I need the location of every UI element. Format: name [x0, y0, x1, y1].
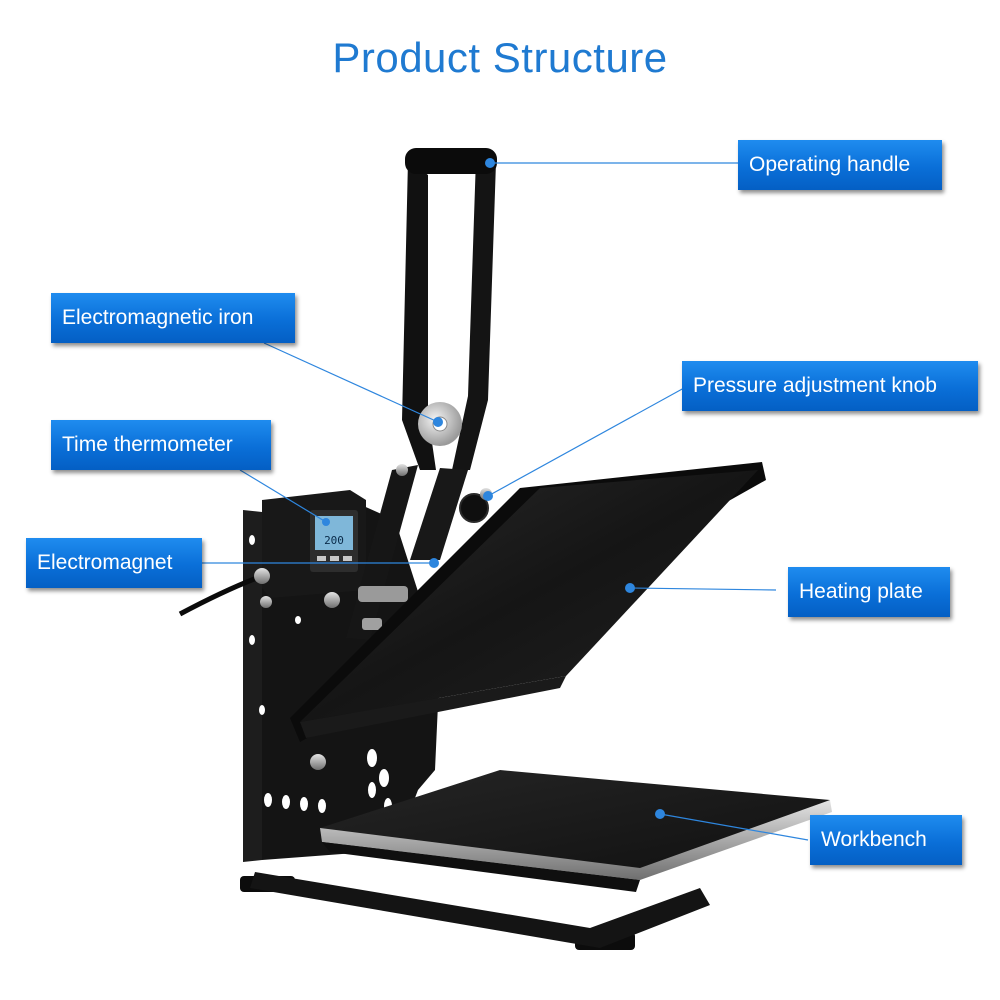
label-time-thermometer: Time thermometer — [51, 420, 271, 470]
dot-electromagnetic-iron — [433, 417, 443, 427]
label-operating-handle: Operating handle — [738, 140, 942, 190]
leader-time-thermometer — [239, 469, 327, 523]
heating-plate-surface — [300, 470, 758, 722]
controller-button-1 — [317, 556, 326, 561]
cable-connector — [254, 568, 270, 584]
workbench-surface — [320, 770, 830, 868]
dot-electromagnet — [429, 558, 439, 568]
page-title: Product Structure — [332, 34, 668, 81]
linkage-bolt-3 — [310, 754, 326, 770]
leader-workbench — [659, 813, 809, 841]
dot-workbench — [655, 809, 665, 819]
label-heating-plate: Heating plate — [788, 567, 950, 617]
pressure-knob — [459, 493, 489, 523]
dot-pressure-knob — [483, 491, 493, 501]
rear-upright — [243, 510, 262, 862]
handle-grip — [405, 148, 497, 174]
base-frame — [250, 872, 710, 948]
label-workbench: Workbench — [810, 815, 962, 865]
handle-arm-right — [452, 158, 496, 470]
leader-dots — [322, 158, 665, 819]
dot-operating-handle — [485, 158, 495, 168]
controller-button-2 — [330, 556, 339, 561]
linkage-bolt-2 — [324, 592, 340, 608]
dot-time-thermometer — [322, 518, 330, 526]
heating-plate-bevel — [300, 676, 566, 738]
electromagnet-block — [358, 586, 408, 602]
controller-button-3 — [343, 556, 352, 561]
handle-arm-left — [402, 160, 436, 470]
leader-pressure-knob — [487, 387, 685, 497]
leader-lines — [202, 162, 809, 841]
linkage-right — [410, 468, 468, 560]
leader-electromagnetic-iron — [263, 342, 439, 423]
dot-heating-plate — [625, 583, 635, 593]
controller-display-value: 200 — [324, 534, 344, 547]
controller-screen — [315, 516, 353, 550]
label-pressure-adjustment-knob: Pressure adjustment knob — [682, 361, 978, 411]
heat-press-machine: 200 — [178, 148, 832, 950]
label-electromagnet: Electromagnet — [26, 538, 202, 588]
linkage-bolt-1 — [396, 464, 408, 476]
guide-rod — [362, 618, 382, 630]
power-cable — [178, 573, 263, 617]
workbench-underside — [322, 842, 640, 892]
switch-knob — [260, 596, 272, 608]
leader-heating-plate — [629, 587, 777, 591]
label-electromagnetic-iron: Electromagnetic iron — [51, 293, 295, 343]
